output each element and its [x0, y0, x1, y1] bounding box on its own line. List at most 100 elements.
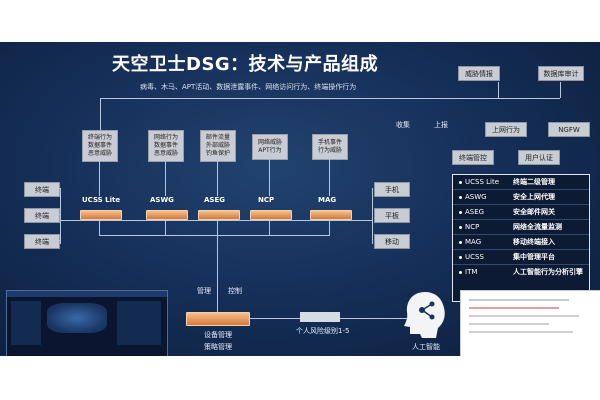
legend-row: MAG 移动终端接入 [453, 235, 589, 250]
report-line [469, 307, 559, 309]
report-line [469, 299, 569, 301]
legend-row: NCP 网络全流量监测 [453, 220, 589, 235]
threat-types: 病毒、木马、APT活动、数据泄露事件、网络访问行为、终端操作行为 [140, 83, 357, 91]
product-info-aseg: 邮件流量 外部威胁 钓鱼保护 [200, 130, 236, 162]
product-info-text: 网络威胁 APT行为 [257, 139, 282, 154]
legend-value: 安全上网代理 [513, 193, 555, 201]
user-auth-box: 用户认证 [518, 150, 560, 165]
right-endpoint-box: 平板 [374, 208, 410, 223]
bus-left-drop [100, 98, 101, 130]
left-connector [58, 214, 61, 215]
dashboard-header [7, 291, 167, 297]
legend-row: ASWG 安全上网代理 [453, 190, 589, 205]
ai-head-icon [404, 292, 445, 338]
risk-level-box [300, 312, 340, 322]
legend-key-text: ASWG [465, 193, 487, 201]
legend-row: ASEG 安全邮件网关 [453, 205, 589, 220]
aseg-device [198, 210, 240, 220]
legend-key: ASWG [453, 193, 513, 201]
diagram-title: 天空卫士DSG：技术与产品组成 [112, 54, 379, 75]
legend-key: UCSS Lite [453, 178, 513, 186]
legend-value: 安全邮件网关 [513, 208, 555, 216]
db-audit-connector [498, 98, 560, 99]
policy-manage-label: 策略管理 [204, 343, 232, 351]
collect-label: 收集 [396, 121, 410, 129]
connector [329, 158, 330, 196]
ai-label: 人工智能 [412, 343, 440, 351]
product-drop [165, 221, 166, 235]
risk-level-label: 个人风险级别1-5 [296, 327, 350, 335]
product-name-aseg: ASEG [204, 196, 225, 204]
bullet-icon [459, 195, 462, 199]
manage-label: 管理 [197, 287, 211, 295]
legend-key: MAG [453, 238, 513, 246]
report-line [469, 315, 579, 317]
legend-key: NCP [453, 223, 513, 231]
legend-value: 集中管理平台 [513, 253, 555, 261]
connector [99, 160, 100, 196]
legend-key-text: MAG [465, 238, 482, 246]
product-info-text: 网络行为 数据事件 恶意威胁 [153, 134, 178, 157]
legend-value: 终端二级管理 [513, 178, 555, 186]
aswg-device [146, 210, 188, 220]
connector [165, 160, 166, 196]
product-name-ncp: NCP [258, 196, 275, 204]
legend-key-text: ASEG [465, 208, 485, 216]
left-endpoint-box: 终端 [24, 208, 60, 223]
product-drop [99, 221, 100, 235]
product-info-text: 邮件流量 外部威胁 钓鱼保护 [205, 134, 230, 157]
product-info-mag: 手机事件 行为威胁 [312, 134, 348, 160]
dashboard-panel [11, 301, 41, 345]
device-manage-label: 设备管理 [204, 331, 232, 339]
top-bus [100, 98, 498, 99]
legend-key: ITM [453, 268, 513, 276]
lower-bus [99, 235, 330, 236]
product-name-aswg: ASWG [150, 196, 174, 204]
report-line [469, 323, 549, 325]
product-name-mag: MAG [318, 196, 337, 204]
product-info-text: 终端行为 数据事件 恶意威胁 [87, 134, 112, 157]
bullet-icon [459, 225, 462, 229]
legend-value: 移动终端接入 [513, 238, 555, 246]
legend-key-text: UCSS [465, 253, 484, 261]
legend-key-text: NCP [465, 223, 480, 231]
right-endpoint-box: 手机 [374, 182, 410, 197]
legend-value: 人工智能行为分析引擎 [513, 268, 583, 276]
legend-key: ASEG [453, 208, 513, 216]
legend-key: UCSS [453, 253, 513, 261]
bullet-icon [459, 240, 462, 244]
left-connector [58, 188, 61, 189]
product-drop [269, 221, 270, 235]
bullet-icon [459, 210, 462, 214]
product-info-ucss-lite: 终端行为 数据事件 恶意威胁 [82, 130, 118, 162]
product-name-ucss-lite: UCSS Lite [82, 196, 121, 204]
legend-key-text: UCSS Lite [465, 178, 500, 186]
connector [269, 158, 270, 196]
bus-left-vertical [60, 188, 61, 244]
dashboard-map [47, 303, 107, 333]
left-endpoint-box: 终端 [24, 182, 60, 197]
dashboard-thumbnail [6, 290, 168, 356]
product-info-ncp: 网络威胁 APT行为 [252, 134, 288, 160]
product-bus [60, 220, 372, 221]
endpoint-control-box: 终端管控 [452, 150, 494, 165]
legend-row: UCSS Lite 终端二级管理 [453, 175, 589, 190]
bullet-icon [459, 255, 462, 259]
ucss-management-device [186, 312, 250, 326]
dashboard-panel [117, 301, 161, 345]
right-endpoint-box: 移动 [374, 234, 410, 249]
control-label: 控制 [228, 287, 242, 295]
report-label: 上报 [434, 121, 448, 129]
left-endpoint-box: 终端 [24, 234, 60, 249]
left-connector [58, 240, 61, 241]
legend-row: UCSS 集中管理平台 [453, 250, 589, 265]
bullet-icon [459, 180, 462, 184]
threat-intel-box: 威胁情报 [458, 66, 500, 81]
legend-value: 网络全流量监测 [513, 223, 562, 231]
bullet-icon [459, 270, 462, 274]
report-line [469, 331, 573, 333]
mag-device [310, 210, 352, 220]
product-legend: UCSS Lite 终端二级管理 ASWG 安全上网代理 ASEG 安全邮件网关 NC… [452, 174, 590, 302]
ncp-device [250, 210, 292, 220]
